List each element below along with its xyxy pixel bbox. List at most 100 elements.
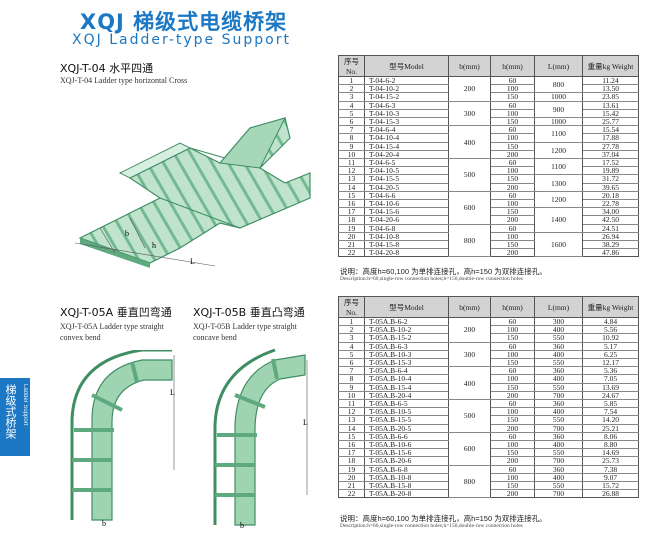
cell-l: 700 [534,456,583,466]
cell-l: 900 [534,101,583,119]
cell-h: 100 [490,84,535,94]
section-title-t04: XQJ-T-04 水平四通 [60,62,154,75]
dim-b-label-b: b [240,521,244,530]
cell-h: 150 [490,174,535,184]
cell-weight: 23.85 [582,92,639,102]
cell-weight: 9.07 [582,473,639,483]
cell-b: 500 [448,399,491,433]
cell-model: T-05A.B-15-2 [364,333,449,343]
cell-weight: 7.38 [582,465,639,474]
cell-model: T-04-15-4 [364,142,449,151]
cell-no: 13 [338,415,365,425]
cell-weight: 34.00 [582,207,639,217]
cell-no: 8 [338,133,365,143]
cell-weight: 20.18 [582,191,639,201]
table1-note-cn: 说明：高度h=60,100 为单排连接孔，高h=150 为双排连接孔。 [340,267,547,276]
dim-l-label: L [190,257,195,266]
cell-weight: 31.72 [582,174,639,184]
cell-b: 600 [448,432,491,466]
dim-b-label-a: b [102,519,106,528]
cell-l: 1200 [534,142,583,160]
table2-note: 说明：高度h=60,100 为单排连接孔，高h=150 为双排连接孔。 Desc… [340,515,547,530]
cell-b: 800 [448,224,491,258]
cell-weight: 17.88 [582,133,639,143]
section-subtitle-t05b-1: XQJ-T-05B Ladder type straight [193,322,297,331]
col-header-h: h(mm) [490,55,535,77]
cell-weight: 42.50 [582,215,639,225]
side-tab-en: Ladder Support [22,384,28,426]
cell-model: T-05A.B-10-2 [364,325,449,335]
cell-model: T-04-10-4 [364,133,449,143]
table1-note-en: Description:h=60,single-row connection h… [340,276,523,282]
cell-weight: 17.52 [582,158,639,168]
cell-model: T-04-10-2 [364,84,449,94]
cell-weight: 24.67 [582,391,639,401]
cell-weight: 4.84 [582,317,639,327]
cell-model: T-04-15-5 [364,174,449,184]
table-header-row: 序号No. 型号Model b(mm) h(mm) L(mm) 重量kg Wei… [338,55,639,77]
cell-weight: 13.69 [582,383,639,392]
cell-b: 500 [448,158,491,192]
cell-l: 1400 [534,207,583,233]
cell-l: 1100 [534,158,583,176]
cell-b: 600 [448,191,491,225]
cell-weight: 24.51 [582,224,639,233]
cell-weight: 15.42 [582,109,639,119]
cell-weight: 15.72 [582,481,639,491]
cell-b: 300 [448,342,491,368]
cell-no: 22 [338,489,365,499]
cell-h: 150 [490,415,535,425]
col-header-model: 型号Model [364,296,449,318]
cell-h: 200 [490,456,535,466]
cell-weight: 12.17 [582,358,639,368]
cell-model: T-04-20-6 [364,215,449,225]
table2-note-en: Description:h=60,single-row connection h… [340,523,523,529]
cell-model: T-04-10-8 [364,232,449,242]
cell-weight: 39.65 [582,183,639,192]
spec-table-t04: 序号No. 型号Model b(mm) h(mm) L(mm) 重量kg Wei… [338,55,639,258]
col-header-b: b(mm) [448,296,491,318]
cell-l: 400 [534,374,583,384]
cell-model: T-04-20-5 [364,183,449,192]
cell-model: T-05A.B-10-4 [364,374,449,384]
cell-model: T-05A.B-20-6 [364,456,449,466]
dim-b-label: b [125,229,129,238]
section-title-t05b: XQJ-T-05B 垂直凸弯通 [193,306,305,319]
side-category-tab: 梯级式桥架 Ladder Support [0,378,30,456]
col-header-no: 序号No. [338,55,365,77]
cell-model: T-04-10-5 [364,166,449,176]
section-subtitle-t05a-1: XQJ-T-05A Ladder type straight [60,322,164,331]
cell-weight: 5.17 [582,342,639,351]
cell-weight: 25.77 [582,117,639,127]
cell-no: 18 [338,215,365,225]
section-title-t05a: XQJ-T-05A 垂直凹弯通 [60,306,172,319]
cell-weight: 8.80 [582,440,639,450]
cell-model: T-05A.B-20-8 [364,489,449,499]
cell-weight: 14.69 [582,448,639,458]
cell-weight: 15.54 [582,125,639,135]
cell-b: 200 [448,76,491,102]
page-title: XQJ 梯级式电缆桥架 [80,10,288,34]
cell-b: 400 [448,366,491,401]
cell-weight: 7.54 [582,407,639,417]
cell-weight: 37.04 [582,150,639,160]
